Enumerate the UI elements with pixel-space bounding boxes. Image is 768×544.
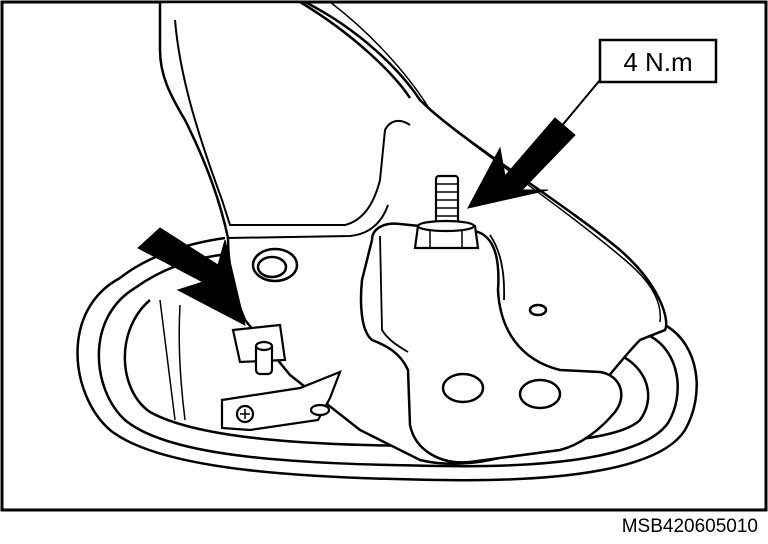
torque-value: 4 N.m <box>623 47 692 77</box>
bracket-icon <box>359 222 623 464</box>
torque-label: 4 N.m <box>598 38 718 84</box>
callout-arrow-lower-icon <box>137 227 246 326</box>
latch-assembly <box>220 323 342 432</box>
nut-icon <box>413 219 480 250</box>
leader-line <box>559 79 601 129</box>
stud-icon <box>434 174 460 228</box>
figure-code: MSB420605010 <box>622 516 758 537</box>
callout-arrow-icon <box>467 117 576 209</box>
